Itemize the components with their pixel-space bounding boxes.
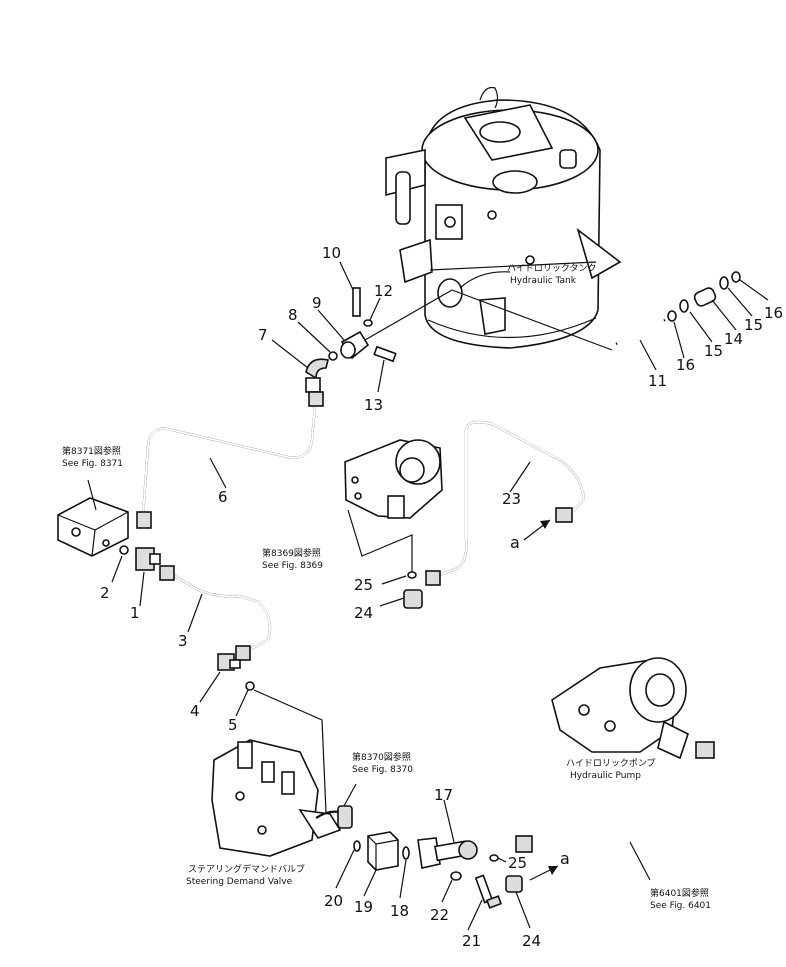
hose-6 — [136, 391, 324, 529]
pn-6: 6 — [218, 488, 228, 506]
arrow-head-a-top — [540, 520, 550, 529]
pipe-11 — [615, 319, 666, 345]
pump-label-en: Hydraulic Pump — [570, 771, 641, 781]
flange-17 — [417, 837, 478, 869]
steering-demand-valve — [211, 739, 353, 857]
leader-5-valve — [253, 689, 327, 813]
valve-8369 — [344, 439, 443, 519]
connector-a-top: a — [510, 533, 520, 552]
pn-9: 9 — [312, 294, 322, 312]
pn-20: 20 — [324, 892, 343, 910]
elbow-24b — [505, 875, 523, 893]
oring-5 — [245, 681, 255, 691]
spacer-19 — [367, 831, 399, 871]
tank-label-jp: ハイドロリックタンク — [507, 263, 596, 274]
pn-16a: 16 — [676, 356, 695, 374]
arrow-head-a-bottom — [548, 866, 558, 875]
fitting-10 — [352, 287, 361, 317]
pn-2: 2 — [100, 584, 110, 602]
pn-1: 1 — [130, 604, 140, 622]
leader-8371 — [87, 479, 97, 511]
block-8371 — [57, 497, 129, 557]
pn-24a: 24 — [354, 604, 373, 622]
oring-15b — [719, 276, 729, 290]
pn-11: 11 — [648, 372, 667, 390]
oring-16a — [667, 310, 677, 322]
pn-12: 12 — [374, 282, 393, 300]
hydraulic-tank — [385, 86, 622, 349]
ref-6401-en: See Fig. 6401 — [650, 901, 711, 911]
ref-8370-jp: 第8370図参照 — [352, 751, 411, 763]
pn-5: 5 — [228, 716, 238, 734]
ref-8369-jp: 第8369図参照 — [262, 547, 321, 559]
leader-tank-11 — [451, 289, 613, 351]
oring-20 — [353, 840, 361, 852]
plug-13 — [373, 345, 397, 363]
pn-25b: 25 — [508, 854, 527, 872]
oring-8 — [328, 351, 338, 361]
pn-19: 19 — [354, 898, 373, 916]
pn-24b: 24 — [522, 932, 541, 950]
oring-18 — [402, 846, 410, 860]
pump-hose — [515, 741, 715, 853]
pn-15b: 15 — [744, 316, 763, 334]
elbow-24a — [403, 589, 423, 609]
ref-8369-en: See Fig. 8369 — [262, 561, 323, 571]
pn-14: 14 — [724, 330, 743, 348]
pump-label-jp: ハイドロリックポンプ — [566, 758, 656, 769]
tank-leader — [459, 271, 511, 289]
pn-8: 8 — [288, 306, 298, 324]
elbow-7 — [305, 358, 329, 393]
oring-2 — [119, 545, 129, 555]
pn-22: 22 — [430, 906, 449, 924]
oring-16b — [731, 271, 741, 283]
pn-16b: 16 — [764, 304, 783, 322]
washer-22 — [450, 871, 462, 881]
connector-a-bottom: a — [560, 849, 570, 868]
hydraulic-pump — [551, 657, 689, 760]
pn-3: 3 — [178, 632, 188, 650]
adapter-4 — [217, 653, 241, 671]
valve-label-en: Steering Demand Valve — [186, 877, 293, 887]
bolt-21 — [474, 874, 503, 909]
leader-tank-9 — [364, 289, 453, 341]
pn-4: 4 — [190, 702, 200, 720]
pn-18: 18 — [390, 902, 409, 920]
leader-17 — [443, 799, 455, 843]
leader-6401 — [629, 841, 651, 881]
ref-8370-en: See Fig. 8370 — [352, 765, 413, 775]
pn-13: 13 — [364, 396, 383, 414]
pn-17: 17 — [434, 786, 453, 804]
ref-8371-en: See Fig. 8371 — [62, 459, 123, 469]
pn-23: 23 — [502, 490, 521, 508]
pn-21: 21 — [462, 932, 481, 950]
oring-12 — [363, 319, 373, 327]
pn-15a: 15 — [704, 342, 723, 360]
tee-1 — [135, 547, 161, 571]
pn-25a: 25 — [354, 576, 373, 594]
oring-25b — [489, 854, 499, 862]
ref-6401-jp: 第6401図参照 — [650, 887, 709, 899]
leader-8370 — [343, 783, 357, 807]
part-number-leaders — [111, 261, 769, 931]
tank-label-en: Hydraulic Tank — [510, 276, 577, 286]
oring-25a — [407, 571, 417, 579]
hose-3 — [159, 565, 272, 661]
pn-10: 10 — [322, 244, 341, 262]
pn-7: 7 — [258, 326, 268, 344]
oring-15a — [679, 299, 689, 313]
block-9 — [340, 330, 370, 360]
valve-label-jp: ステアリングデマンドバルブ — [188, 863, 305, 875]
ref-8371-jp: 第8371図参照 — [62, 445, 121, 457]
hose-23 — [425, 420, 586, 586]
hose-14 — [693, 287, 717, 307]
leader-8369 — [347, 509, 413, 574]
